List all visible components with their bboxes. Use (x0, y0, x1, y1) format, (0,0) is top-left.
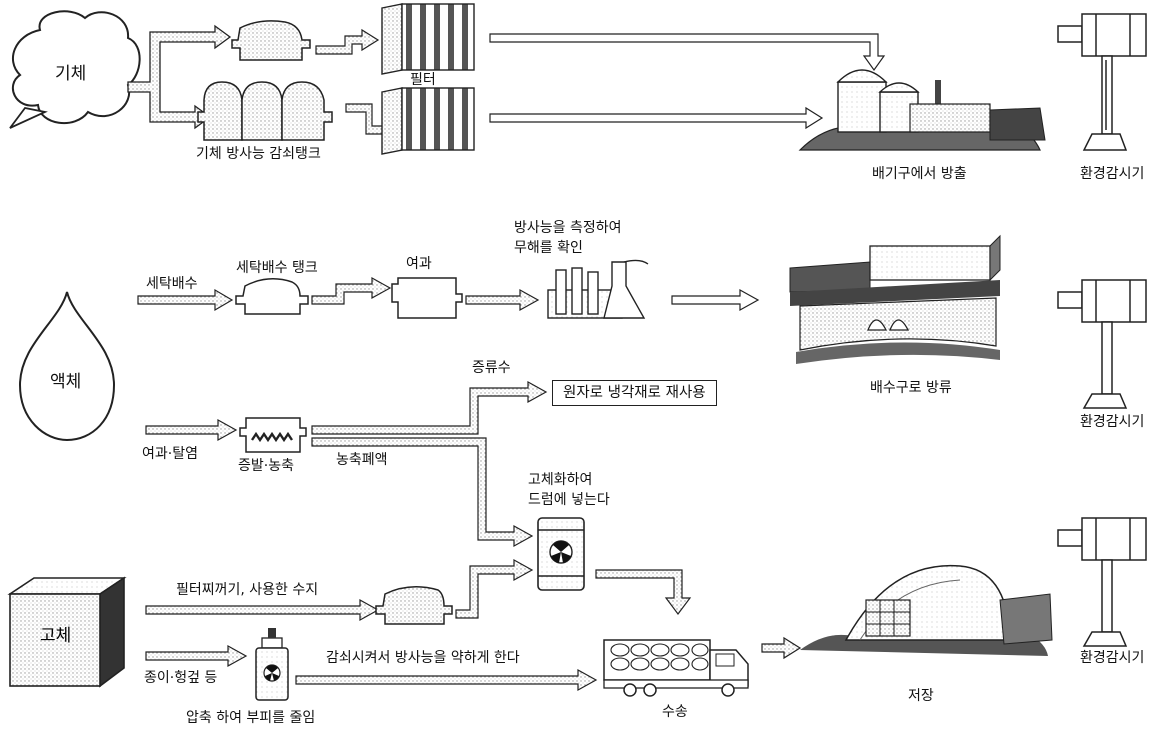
discharge-caption: 배수구로 방류 (870, 380, 952, 396)
reactor-stack-illustration (798, 69, 1046, 151)
transport-label: 수송 (662, 704, 688, 720)
gas-branch-arrows (127, 24, 232, 130)
gas-cloud-shape (9, 10, 141, 129)
filtration-to-measure-arrow (465, 288, 540, 312)
distillate-concentrate-arrows (311, 380, 548, 548)
measure-to-discharge-arrow (671, 288, 760, 312)
desalt-label: 여과·탈염 (142, 446, 198, 462)
environment-monitor-1 (1057, 13, 1147, 151)
evaporate-label: 증발·농축 (238, 458, 294, 474)
paper-cloth-label: 종이·헝겊 등 (144, 670, 218, 686)
storage-building (800, 564, 1053, 656)
paper-cloth-arrow (145, 644, 248, 668)
solid-monitor-caption: 환경감시기 (1080, 650, 1145, 666)
compactor-barrel (255, 628, 289, 701)
solid-cube-shape (7, 576, 127, 688)
liquid-monitor-caption: 환경감시기 (1080, 414, 1145, 430)
gas-decay-tank-triple (197, 81, 333, 141)
filter-resin-label: 필터찌꺼기, 사용한 수지 (176, 582, 319, 598)
filtration-label: 여과 (406, 256, 432, 272)
liquid-label: 액체 (50, 372, 82, 392)
compacted-to-truck-arrow (295, 668, 598, 692)
storage-label: 저장 (908, 688, 934, 704)
environment-monitor-3 (1057, 517, 1147, 647)
wash-drain-label: 세탁배수 (146, 276, 198, 292)
filter-label: 필터 (410, 72, 436, 88)
sludge-to-drum-arrow (455, 558, 534, 619)
filter-sludge-arrow (145, 598, 380, 622)
gas-tank-caption: 기체 방사능 감쇠탱크 (196, 146, 321, 162)
distillate-label: 증류수 (472, 360, 511, 376)
wash-tank (235, 278, 309, 315)
solid-label: 고체 (40, 626, 72, 646)
reuse-box: 원자로 냉각재로 재사용 (552, 380, 717, 407)
decay-note-label: 감쇠시켜서 방사능을 약하게 한다 (326, 650, 520, 666)
filtration-vessel (391, 277, 463, 319)
concentrate-label: 농축폐액 (336, 452, 388, 468)
radioactive-drum (537, 517, 585, 591)
gas-label: 기체 (55, 64, 87, 84)
compress-label: 압축 하여 부피를 줄임 (186, 710, 316, 726)
filter-upper (381, 3, 475, 75)
discharge-outfall-illustration (789, 234, 1001, 364)
transport-truck (603, 639, 749, 697)
liquid-drop-shape (18, 291, 116, 442)
drum-to-truck-arrow (595, 569, 692, 615)
gas-release-arrows (489, 33, 886, 130)
desalt-arrow (145, 418, 238, 442)
evaporator-icon (239, 417, 307, 453)
solidify-label-line2: 드럼에 넣는다 (528, 492, 610, 508)
measure-label-line1: 방사능을 측정하여 (514, 220, 622, 236)
gas-monitor-caption: 환경감시기 (1080, 166, 1145, 182)
sludge-tank (375, 586, 453, 625)
environment-monitor-2 (1057, 279, 1147, 409)
filter-lower (381, 87, 475, 155)
measurement-labware-icon (547, 259, 649, 319)
gas-decay-tank-small (231, 20, 311, 61)
solidify-label-line1: 고체화하여 (528, 472, 593, 488)
gas-release-caption: 배기구에서 방출 (872, 166, 967, 182)
wash-to-filter-arrow (311, 276, 392, 305)
wash-drain-arrow (137, 288, 234, 312)
wash-tank-label: 세탁배수 탱크 (236, 260, 318, 276)
measure-label-line2: 무해를 확인 (514, 240, 583, 256)
truck-to-storage-arrow (761, 636, 802, 660)
